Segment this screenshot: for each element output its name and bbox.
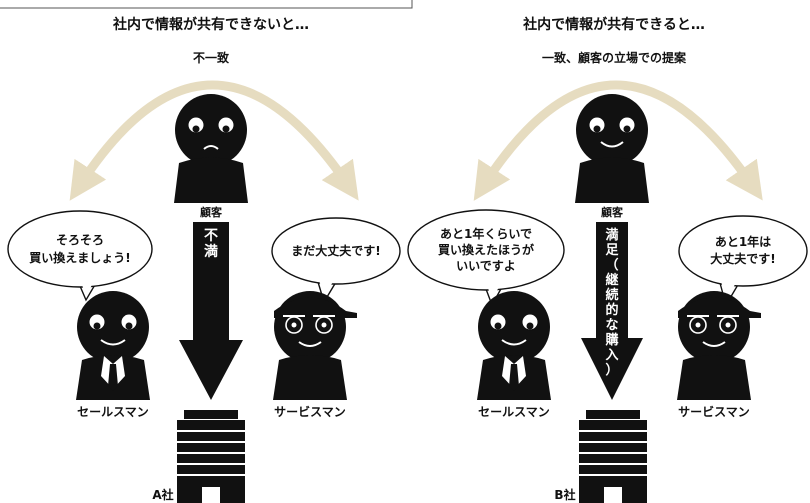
left-heading: 社内で情報が共有できないと… — [112, 16, 309, 33]
arrow-char: 的 — [605, 302, 618, 318]
serviceman-figure — [677, 291, 761, 400]
right-heading: 社内で情報が共有できると… — [522, 16, 705, 33]
bubble-line: 大丈夫です! — [710, 251, 775, 266]
company-b-building — [579, 410, 647, 503]
arrow-char: 満 — [605, 227, 618, 243]
arrow-char: 継 — [605, 272, 618, 288]
service-speech-bubble — [678, 215, 808, 307]
company-a-label: A社 — [152, 487, 173, 502]
bubble-line: 買い換えたほうが — [438, 242, 534, 257]
left-sales-label: セールスマン — [77, 405, 149, 419]
bubble-line: あと1年は — [715, 234, 771, 249]
satisfaction-arrow — [581, 222, 643, 400]
arrow-char: 満 — [204, 243, 218, 260]
company-b-label: B社 — [554, 487, 575, 502]
customer-figure — [575, 94, 649, 203]
arrow-char: な — [605, 318, 618, 333]
mismatch-arc — [69, 80, 359, 201]
bubble-line: そろそろ — [56, 233, 104, 247]
left-customer-label: 顧客 — [200, 205, 223, 219]
left-arc-label: 不一致 — [193, 50, 230, 65]
service-bubble-text: まだ大丈夫です! — [291, 243, 380, 258]
arrow-char: 続 — [605, 287, 618, 303]
dissatisfaction-arrow — [179, 222, 243, 400]
right-panel: 社内で情報が共有できると… 一致、顧客の立場での提案 顧客 満足（継続的な購入）… — [407, 16, 808, 503]
right-service-label: サービスマン — [678, 404, 750, 419]
arrow-char: ） — [605, 362, 618, 378]
sales-speech-bubble — [7, 210, 153, 302]
service-speech-bubble — [271, 217, 401, 304]
salesman-figure — [76, 291, 150, 400]
left-service-label: サービスマン — [274, 404, 346, 419]
arrow-char: 購 — [604, 332, 618, 348]
right-arc-label: 一致、顧客の立場での提案 — [542, 50, 687, 65]
bubble-line: いいですよ — [456, 259, 516, 273]
arrow-char: 不 — [204, 228, 218, 244]
serviceman-figure — [273, 291, 357, 400]
sales-speech-bubble — [407, 209, 565, 307]
agreement-arc — [473, 80, 763, 201]
customer-figure — [174, 94, 248, 203]
frame-border — [0, 0, 413, 9]
arrow-char: 足 — [605, 243, 619, 258]
bubble-line: まだ大丈夫です! — [291, 243, 380, 258]
salesman-figure — [477, 291, 551, 400]
right-sales-label: セールスマン — [478, 405, 550, 419]
right-customer-label: 顧客 — [601, 205, 624, 219]
bubble-line: あと1年くらいで — [440, 226, 532, 241]
arrow-char: （ — [605, 257, 618, 273]
arrow-char: 入 — [605, 348, 618, 363]
company-a-building — [177, 410, 245, 503]
bubble-line: 買い換えましょう! — [29, 250, 130, 265]
left-arrow-text: 不満 — [204, 228, 218, 260]
